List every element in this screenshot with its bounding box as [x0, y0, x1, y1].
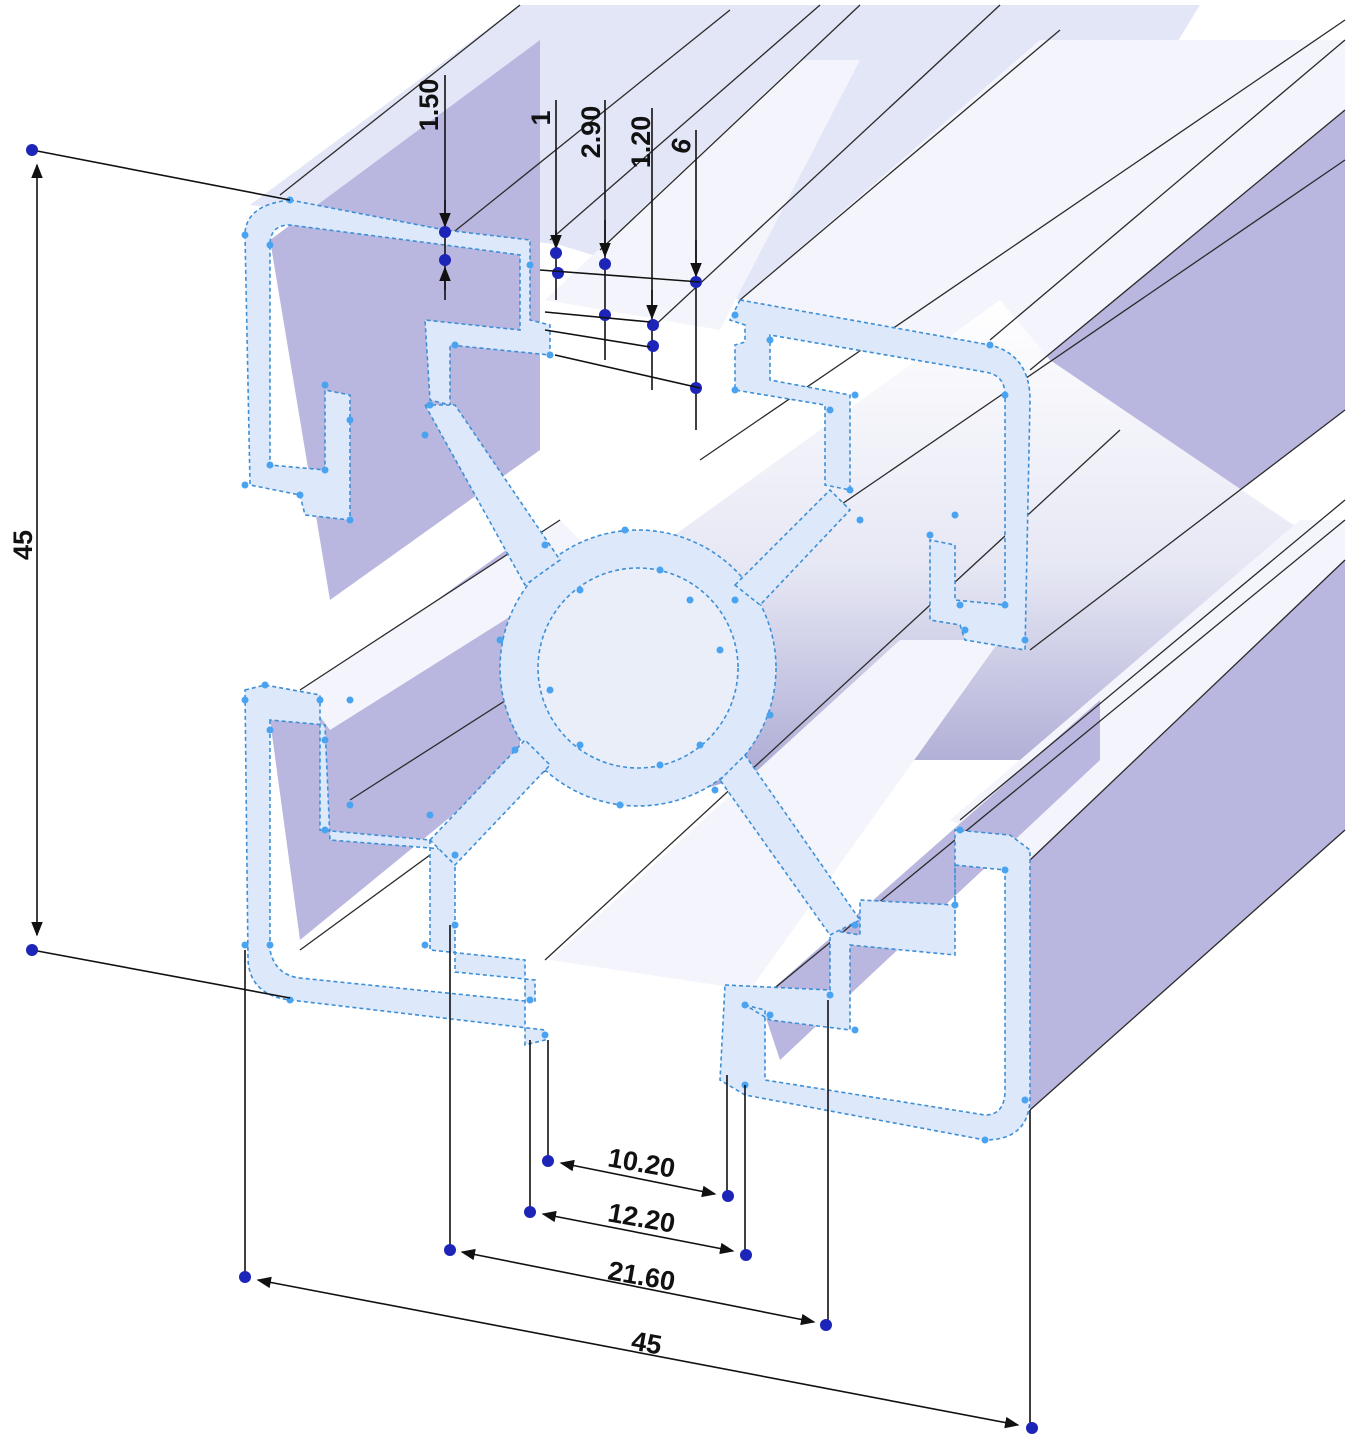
dim-height-overall: 45 — [8, 530, 38, 560]
dim-slot-outer: 21.60 — [606, 1255, 678, 1296]
dim-lip-a: 1 — [526, 110, 556, 125]
arm-top-left — [423, 404, 562, 587]
dim-top-wall: 1.50 — [414, 79, 444, 132]
dim-lip-c: 1.20 — [626, 116, 656, 169]
profile-cross-section — [244, 199, 1031, 1141]
arm-bottom-left — [428, 738, 552, 867]
dim-width-overall: 45 — [629, 1326, 664, 1361]
sketch-vertices — [241, 196, 1029, 1144]
center-bore — [537, 567, 739, 769]
arm-bottom-right — [718, 753, 862, 937]
top-slot-floor — [545, 60, 860, 330]
right-lower-face — [1030, 560, 1345, 1110]
dim-lip-b: 2.90 — [576, 106, 606, 159]
dim-slot-opening: 10.20 — [606, 1142, 678, 1183]
dim-lip-d: 6 — [665, 135, 698, 157]
dim-slot-inner: 12.20 — [606, 1197, 678, 1238]
arm-top-right — [733, 488, 852, 607]
